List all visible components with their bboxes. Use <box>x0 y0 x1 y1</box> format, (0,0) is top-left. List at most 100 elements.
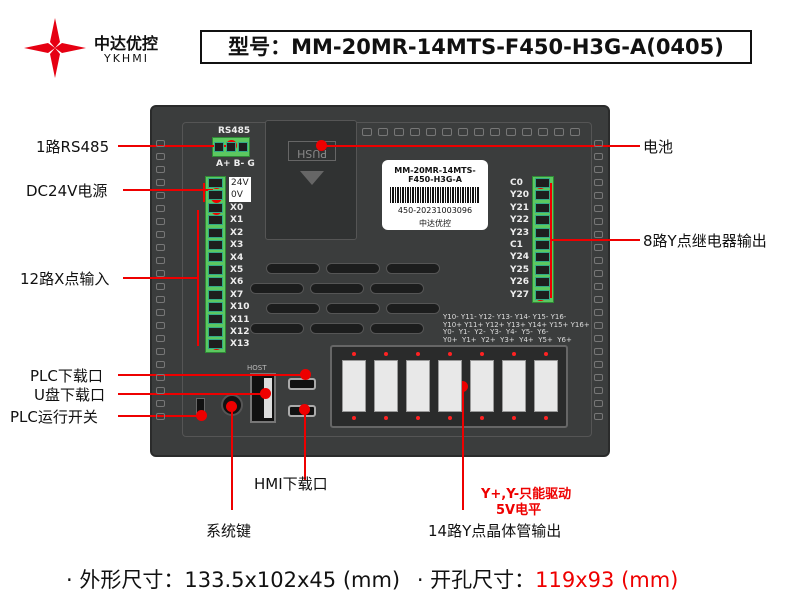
vent-slot <box>386 303 440 314</box>
callout-plc-download: PLC下载口 <box>30 367 103 385</box>
callout-run-switch: PLC运行开关 <box>10 408 98 426</box>
vent-slot <box>326 303 380 314</box>
vent <box>522 128 532 136</box>
plc-mini-usb-port[interactable] <box>288 378 316 390</box>
callout-line-y-relay <box>550 239 640 241</box>
vent-slot <box>310 323 364 334</box>
vent <box>156 205 165 212</box>
vent-slot <box>250 323 304 334</box>
vent <box>156 296 165 303</box>
callout-line <box>203 183 205 202</box>
terminal-pin <box>208 277 223 288</box>
status-led <box>352 352 356 356</box>
vent <box>156 179 165 186</box>
vent <box>538 128 548 136</box>
callout-dot <box>457 381 468 392</box>
dims-label: · 外形尺寸： <box>66 568 185 592</box>
vent <box>594 361 603 368</box>
y-relay-label: Y22 <box>510 215 530 226</box>
vent <box>594 179 603 186</box>
vent <box>156 218 165 225</box>
vent <box>594 166 603 173</box>
status-led <box>544 352 548 356</box>
x-input-label: X10 <box>230 302 250 313</box>
callout-rs485: 1路RS485 <box>36 138 110 156</box>
status-led <box>480 352 484 356</box>
x-input-label: X5 <box>230 265 244 275</box>
vent <box>594 296 603 303</box>
vent <box>458 128 468 136</box>
vent <box>156 283 165 290</box>
y-relay-label: Y24 <box>510 252 530 263</box>
callout-line-system-key <box>231 405 233 510</box>
x-input-label: X12 <box>230 327 250 337</box>
output-connector <box>502 360 526 412</box>
vent <box>156 140 165 147</box>
vent <box>594 140 603 147</box>
vent <box>426 128 436 136</box>
sticker-model: MM-20MR-14MTS-F450-H3G-A <box>394 166 476 184</box>
terminal-pin <box>535 277 550 288</box>
callout-y-transistor: 14路Y点晶体管输出 <box>428 522 562 540</box>
terminal-pin <box>226 142 236 152</box>
terminal-pin <box>208 240 223 250</box>
battery-cover[interactable]: PUSH <box>265 120 357 240</box>
vent-slot <box>386 263 440 274</box>
status-led <box>384 352 388 356</box>
callout-line-rs485 <box>118 145 234 147</box>
terminal-pin <box>535 240 550 250</box>
device-panel <box>182 122 592 437</box>
vent <box>594 413 603 420</box>
vent <box>506 128 516 136</box>
vent <box>594 218 603 225</box>
callout-line <box>550 183 552 298</box>
terminal-pin <box>535 264 550 275</box>
terminal-pin <box>208 314 223 325</box>
terminal-pin <box>208 302 223 312</box>
callout-line <box>197 210 199 346</box>
terminal-pin <box>208 178 223 188</box>
vent <box>156 309 165 316</box>
callout-x-input: 12路X点输入 <box>20 270 110 288</box>
sticker-serial: 450-20231003096 <box>397 206 473 215</box>
vent <box>156 270 165 277</box>
usb-host-label: HOST <box>247 364 267 372</box>
callout-dot <box>299 404 310 415</box>
status-led <box>352 416 356 420</box>
y-relay-label: Y23 <box>510 227 530 238</box>
output-connector <box>438 360 462 412</box>
vent <box>594 374 603 381</box>
vent <box>378 128 388 136</box>
status-led <box>544 416 548 420</box>
x-input-label: X13 <box>230 339 250 350</box>
callout-usb-download: U盘下载口 <box>34 386 105 404</box>
power-0v: 0V <box>231 190 243 200</box>
callout-line-power <box>123 189 213 191</box>
vent-slot <box>266 303 320 314</box>
terminal-pin <box>535 215 550 226</box>
callout-battery: 电池 <box>643 138 674 156</box>
vent <box>594 309 603 316</box>
x-input-label: X0 <box>230 203 244 213</box>
callout-dot <box>196 410 207 421</box>
product-sticker: MM-20MR-14MTS-F450-H3G-A 450-20231003096… <box>382 160 488 230</box>
vent <box>156 387 165 394</box>
y-relay-label: Y21 <box>510 202 530 213</box>
callout-dot <box>300 369 311 380</box>
vent <box>156 400 165 407</box>
rs485-pin-labels: A+ B- G <box>216 159 255 169</box>
terminal-pin <box>208 289 223 300</box>
vent <box>156 348 165 355</box>
callout-line-hmi <box>304 412 306 480</box>
footer-specs: · 外形尺寸：133.5x102x45 (mm) · 开孔尺寸：119x93 (… <box>66 564 678 594</box>
callout-y-relay: 8路Y点继电器输出 <box>643 232 767 250</box>
terminal-pin <box>535 178 550 188</box>
barcode <box>390 187 480 203</box>
vent-slot <box>370 323 424 334</box>
callout-dot <box>226 401 237 412</box>
x-input-label: X3 <box>230 240 244 251</box>
arrow-down-icon <box>300 171 324 185</box>
vent <box>156 335 165 342</box>
callout-line-run-switch <box>118 415 203 417</box>
vent <box>394 128 404 136</box>
